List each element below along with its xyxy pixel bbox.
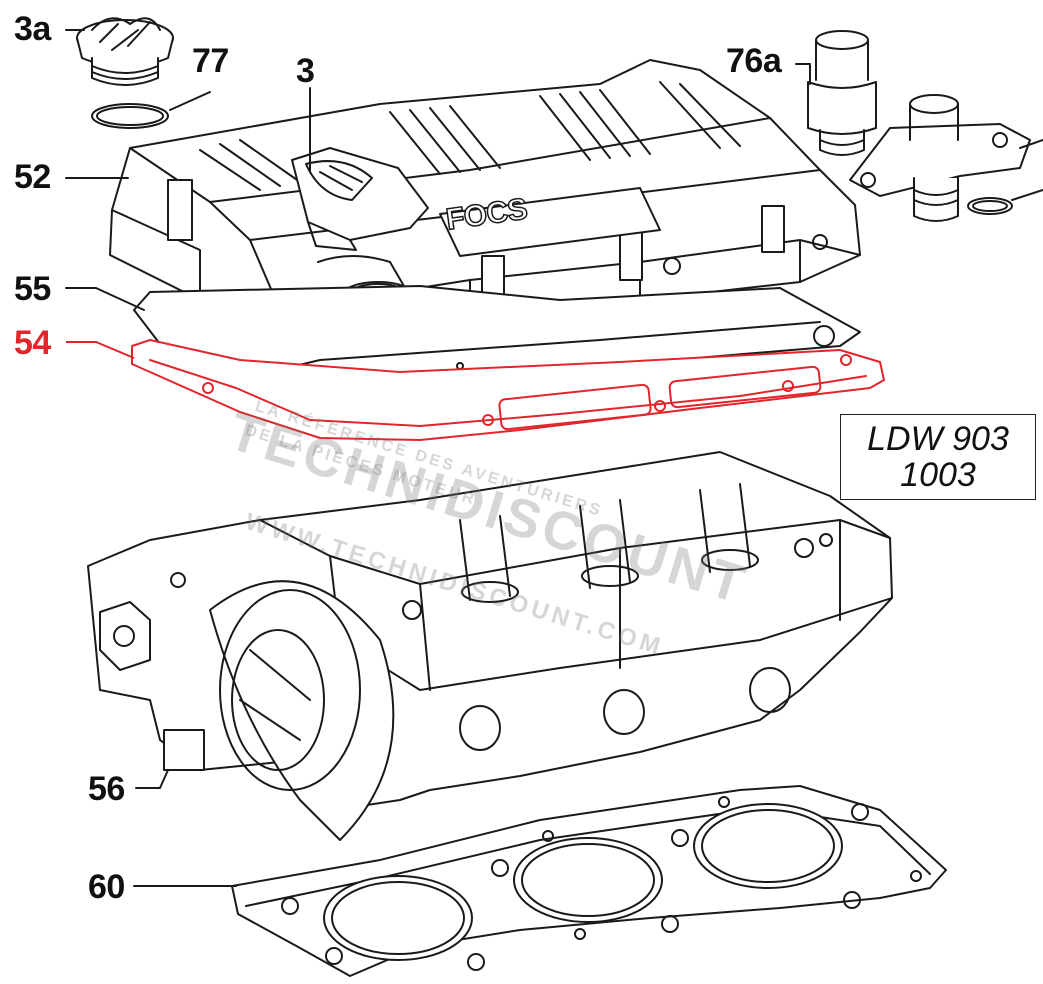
leader-flange: [1019, 139, 1043, 149]
label-76a: 76a: [726, 42, 782, 80]
label-3a: 3a: [14, 10, 51, 48]
cover-gasket-red-drawing: [131, 339, 885, 441]
leader-56: [135, 769, 169, 789]
label-77: 77: [192, 42, 229, 80]
coolant-fitting-drawing: [807, 30, 877, 156]
oil-cap-drawing: [76, 17, 174, 86]
label-3: 3: [296, 52, 315, 90]
engine-model-box: LDW 903 1003: [840, 414, 1036, 500]
model-line-2: 1003: [900, 456, 976, 494]
leader-76a: [795, 63, 811, 85]
valve-cover-drawing: [109, 59, 861, 351]
label-54: 54: [14, 324, 51, 362]
leader-77: [169, 91, 211, 111]
flanged-fitting-drawing: [849, 94, 1031, 222]
leader-55: [65, 287, 145, 311]
model-line-1: LDW 903: [867, 420, 1009, 458]
head-gasket-drawing: [231, 785, 947, 977]
leader-54: [66, 341, 135, 359]
leader-oring: [1011, 189, 1043, 201]
label-60: 60: [88, 868, 125, 906]
cylinder-head-drawing: [87, 451, 893, 841]
oil-cap-seal-drawing: [91, 103, 169, 129]
label-52: 52: [14, 158, 51, 196]
label-55: 55: [14, 270, 51, 308]
label-56: 56: [88, 770, 125, 808]
